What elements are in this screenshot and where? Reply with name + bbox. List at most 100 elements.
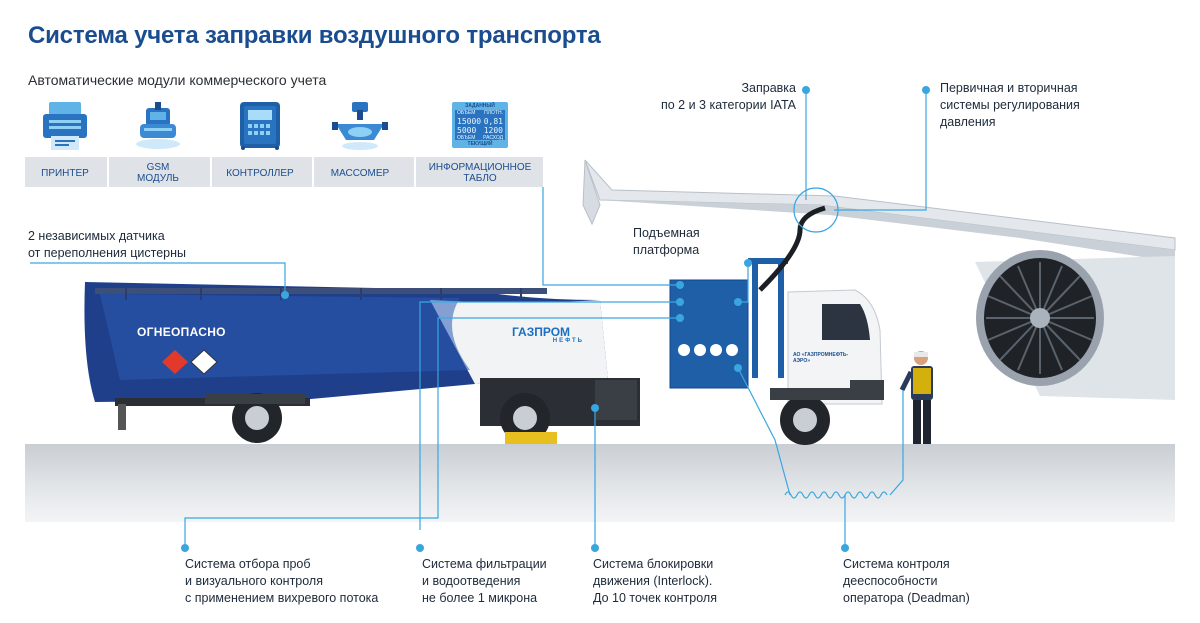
board-row: ОБЪЕМ ПЛОТН. [452, 109, 508, 117]
callout-line: давления [940, 115, 996, 129]
callout-deadman-system: Система контроля дееспособности оператор… [843, 556, 970, 607]
hazard-diamond-icon [190, 349, 218, 375]
aircraft-wing [584, 159, 1176, 251]
gazprom-logo: ГАЗПРОМ НЕФТЬ [512, 326, 592, 344]
callout-line: До 10 точек контроля [593, 591, 717, 605]
module-label: ПРИНТЕР [41, 167, 89, 179]
callout-line: системы регулирования [940, 98, 1080, 112]
callout-line: и водоотведения [422, 574, 521, 588]
module-info-board[interactable]: ИНФОРМАЦИОННОЕ ТАБЛО [420, 100, 540, 190]
gsm-module-icon [136, 102, 180, 149]
strip-divider [312, 157, 314, 187]
operator-figure [899, 351, 933, 444]
lift-platform [748, 258, 788, 264]
callout-line: Система отбора проб [185, 557, 311, 571]
module-gsm[interactable]: GSM МОДУЛЬ [118, 100, 198, 190]
module-printer[interactable]: ПРИНТЕР [25, 100, 105, 190]
callout-line: Система фильтрации [422, 557, 547, 571]
callout-line: Система блокировки [593, 557, 714, 571]
callout-line: платформа [633, 243, 700, 257]
tank-warning-text: ОГНЕОПАСНО [137, 325, 226, 339]
module-label: КОНТРОЛЛЕР [226, 167, 294, 179]
tank-handrail [95, 288, 547, 294]
modules-heading: Автоматические модули коммерческого учет… [28, 72, 327, 88]
callout-line: оператора (Deadman) [843, 591, 970, 605]
callout-line: от переполнения цистерны [28, 246, 186, 260]
engine-spinner [1030, 308, 1050, 328]
module-label: ИНФОРМАЦИОННОЕ ТАБЛО [428, 162, 532, 184]
module-controller[interactable]: КОНТРОЛЛЕР [220, 100, 300, 190]
board-value: 5000 [457, 126, 477, 135]
callout-line: с применением вихревого потока [185, 591, 379, 605]
callout-refuel-iata: Заправка по 2 и 3 категории IATA [656, 80, 796, 114]
tank-highlight [100, 294, 470, 380]
tank-rail-posts [125, 288, 522, 300]
lift-mast [752, 258, 758, 378]
callout-line: дееспособности [843, 574, 938, 588]
fuel-tank-box [595, 380, 637, 420]
board-col: ОБЪЕМ [457, 135, 476, 141]
callout-line: Первичная и вторичная [940, 81, 1078, 95]
deadman-cable [784, 491, 888, 499]
callout-pressure-control: Первичная и вторичная системы регулирова… [940, 80, 1080, 131]
equipment-cabinet [669, 279, 749, 389]
brand-sub: НЕФТЬ [552, 338, 584, 344]
callout-line: по 2 и 3 категории IATA [660, 98, 796, 112]
board-row: ОБЪЕМ РАСХОД [452, 135, 508, 141]
controller-icon [240, 102, 280, 150]
strip-divider [414, 157, 416, 187]
winglet [582, 159, 601, 226]
lift-mast [778, 258, 784, 378]
callout-interlock-system: Система блокировки движения (Interlock).… [593, 556, 717, 607]
callout-line: движения (Interlock). [593, 574, 713, 588]
board-col: РАСХОД [483, 135, 503, 141]
callout-filtration-system: Система фильтрации и водоотведения не бо… [422, 556, 547, 607]
refuel-point-marker [793, 187, 839, 233]
trailer-support-leg [118, 404, 126, 430]
callout-line: Система контроля [843, 557, 950, 571]
board-value: 0,81 [483, 117, 503, 126]
board-footer: ТЕКУЩИЙ [467, 141, 493, 147]
callout-lines [30, 90, 927, 548]
module-label: GSM МОДУЛЬ [137, 162, 179, 184]
board-value: 15000 [457, 117, 482, 126]
trailer-mudguard [205, 394, 305, 404]
board-value: 1200 [483, 126, 503, 135]
mass-meter-icon [332, 102, 388, 150]
callout-line: Заправка [741, 81, 796, 95]
strip-divider [107, 157, 109, 187]
board-col: ОБЪЕМ [457, 110, 476, 116]
cab-company-text: АО «ГАЗПРОМНЕФТЬ-АЭРО» [793, 352, 849, 364]
cab-bumper [850, 380, 884, 400]
hazard-diamond-icon [162, 350, 188, 374]
callout-line: Подъемная [633, 226, 700, 240]
refuel-hose [758, 205, 826, 292]
callout-lift-platform: Подъемная платформа [633, 225, 700, 259]
callout-dots [181, 86, 930, 552]
callout-overflow-sensors: 2 независимых датчика от переполнения ци… [28, 228, 186, 262]
info-board-icon [452, 102, 508, 148]
printer-icon [43, 102, 87, 150]
tank-front-section [430, 300, 608, 384]
brand-name: ГАЗПРОМ [512, 325, 571, 339]
board-row: 5000 1200 [452, 126, 508, 135]
page-title: Система учета заправки воздушного трансп… [28, 22, 601, 49]
module-label: МАССОМЕР [330, 167, 390, 179]
ground [25, 444, 1175, 522]
module-mass-meter[interactable]: МАССОМЕР [320, 100, 400, 190]
modules-label-strip [25, 157, 543, 187]
cab-window [822, 304, 870, 340]
wheel-chock [505, 432, 557, 444]
callout-line: и визуального контроля [185, 574, 323, 588]
board-col: ПЛОТН. [484, 110, 503, 116]
cabinet-safety-signs [678, 344, 738, 356]
callout-line: 2 независимых датчика [28, 229, 165, 243]
board-header: ЗАДАННЫЙ [465, 103, 495, 109]
cab-mudguard [770, 388, 850, 400]
callout-sampling-system: Система отбора проб и визуального контро… [185, 556, 378, 607]
callout-line: не более 1 микрона [422, 591, 538, 605]
strip-divider [210, 157, 212, 187]
